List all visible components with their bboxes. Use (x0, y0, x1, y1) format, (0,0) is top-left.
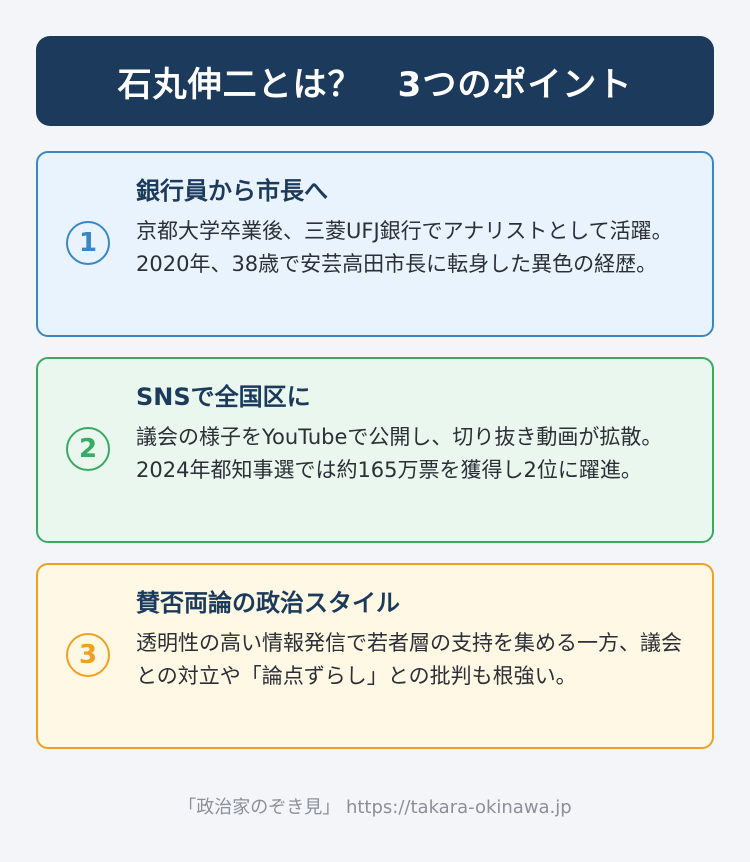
point-card-1: 1 銀行員から市長へ 京都大学卒業後、三菱UFJ銀行でアナリストとして活躍。20… (36, 151, 714, 337)
card-description: 議会の様子をYouTubeで公開し、切り抜き動画が拡散。2024年都知事選では約… (136, 425, 663, 482)
card-description: 透明性の高い情報発信で若者層の支持を集める一方、議会との対立や「論点ずらし」との… (136, 631, 682, 688)
footer-credit: 「政治家のぞき見」 https://takara-okinawa.jp (178, 797, 572, 818)
card-description: 京都大学卒業後、三菱UFJ銀行でアナリストとして活躍。2020年、38歳で安芸高… (136, 219, 673, 276)
point-card-3: 3 賛否両論の政治スタイル 透明性の高い情報発信で若者層の支持を集める一方、議会… (36, 563, 714, 749)
header-banner: 石丸伸二とは？ 3つのポイント (36, 36, 714, 126)
number-badge: 3 (66, 633, 110, 677)
number-badge: 1 (66, 221, 110, 265)
card-title: 銀行員から市長へ (136, 177, 328, 205)
card-title: SNSで全国区に (136, 383, 311, 411)
number-badge: 2 (66, 427, 110, 471)
card-title: 賛否両論の政治スタイル (136, 589, 400, 617)
point-card-2: 2 SNSで全国区に 議会の様子をYouTubeで公開し、切り抜き動画が拡散。2… (36, 357, 714, 543)
page-title: 石丸伸二とは？ 3つのポイント (117, 64, 633, 105)
